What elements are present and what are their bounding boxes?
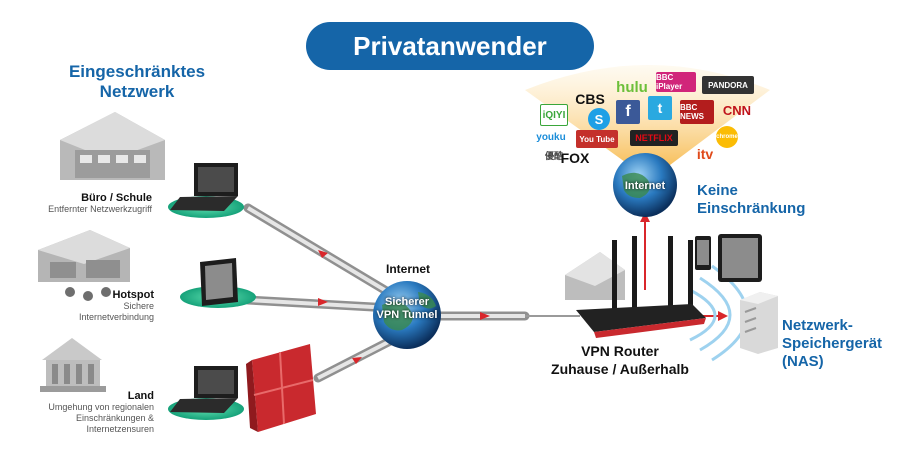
panel-title-line2: Netzwerk — [99, 82, 175, 101]
nas-device-icon — [740, 292, 778, 354]
nas-label: Netzwerk- Speichergerät (NAS) — [782, 317, 882, 371]
firewall-icon — [246, 344, 316, 432]
chrome-logo: chrome — [716, 126, 738, 148]
top-globe-label: Internet — [624, 180, 666, 192]
iqiyi-logo: iQIYI — [540, 104, 568, 126]
laptop-icon — [168, 366, 244, 420]
government-building-icon — [40, 338, 106, 392]
laptop-icon — [168, 163, 244, 218]
panel-title-line1: Eingeschränktes — [68, 62, 206, 81]
cnn-logo: CNN — [722, 102, 752, 118]
itv-logo: itv — [696, 146, 714, 162]
vpn-globe-line1: Sicherer — [384, 296, 430, 308]
no-restriction-label: Keine Einschränkung — [697, 182, 805, 218]
nas-label-line2: Speichergerät — [782, 335, 883, 352]
office-building-icon — [60, 112, 165, 180]
twitter-logo: t — [648, 96, 672, 120]
internet-globe-icon — [613, 153, 677, 217]
vpn-router-icon — [565, 236, 706, 338]
vpn-globe-label: Sicherer VPN Tunnel — [367, 296, 447, 322]
country-desc-line2: Einschränkungen & — [75, 413, 154, 423]
youtube-logo: You Tube — [576, 130, 618, 148]
nas-label-line3: (NAS) — [782, 353, 824, 370]
hotspot-label-group: Hotspot Sichere Internetverbindung — [20, 289, 154, 323]
country-desc-line1: Umgehung von regionalen — [48, 402, 154, 412]
pandora-logo: PANDORA — [702, 76, 754, 94]
country-label-group: Land Umgehung von regionalen Einschränku… — [20, 390, 154, 435]
facebook-logo: f — [616, 100, 640, 124]
country-desc-line3: Internetzensuren — [86, 424, 154, 434]
no-restriction-line1: Keine — [697, 182, 738, 199]
netflix-logo: NETFLIX — [630, 130, 678, 146]
youku-logo: youku — [536, 131, 566, 143]
hulu-logo: hulu — [616, 78, 648, 96]
router-label: VPN Router Zuhause / Außerhalb — [540, 342, 700, 378]
router-label-line2: Zuhause / Außerhalb — [551, 361, 689, 377]
fox-logo: FOX — [560, 150, 590, 166]
skype-logo: S — [588, 108, 610, 130]
nas-label-line1: Netzwerk- — [782, 317, 853, 334]
tablet-icon — [180, 258, 256, 308]
smartphone-icon — [695, 236, 711, 270]
bbc-news-logo: BBC NEWS — [680, 100, 714, 124]
country-label: Land — [127, 390, 154, 402]
tablet-device-icon — [718, 234, 762, 282]
vpn-globe-line2: VPN Tunnel — [376, 309, 438, 321]
router-label-line1: VPN Router — [581, 343, 659, 359]
page-title: Privatanwender — [306, 22, 594, 70]
streaming-logos: iQIYI CBS hulu BBC iPlayer PANDORA youku… — [530, 64, 770, 174]
hotspot-desc-line1: Sichere — [123, 301, 154, 311]
vpn-globe-icon — [373, 281, 441, 349]
bbc-iplayer-logo: BBC iPlayer — [656, 72, 696, 92]
internet-label: Internet — [385, 262, 430, 276]
cafe-building-icon — [38, 230, 130, 301]
red-arrows — [318, 250, 490, 364]
office-label-group: Büro / Schule Entfernter Netzwerkzugriff — [20, 192, 152, 215]
office-desc: Entfernter Netzwerkzugriff — [48, 204, 152, 214]
hotspot-label: Hotspot — [112, 289, 154, 301]
no-restriction-line2: Einschränkung — [697, 200, 806, 217]
panel-title: Eingeschränktes Netzwerk — [20, 62, 254, 102]
youku-cn-logo: 優酷 — [544, 150, 563, 161]
cbs-logo: CBS — [575, 91, 605, 107]
hotspot-desc-line2: Internetverbindung — [78, 312, 154, 322]
office-label: Büro / Schule — [81, 192, 152, 204]
